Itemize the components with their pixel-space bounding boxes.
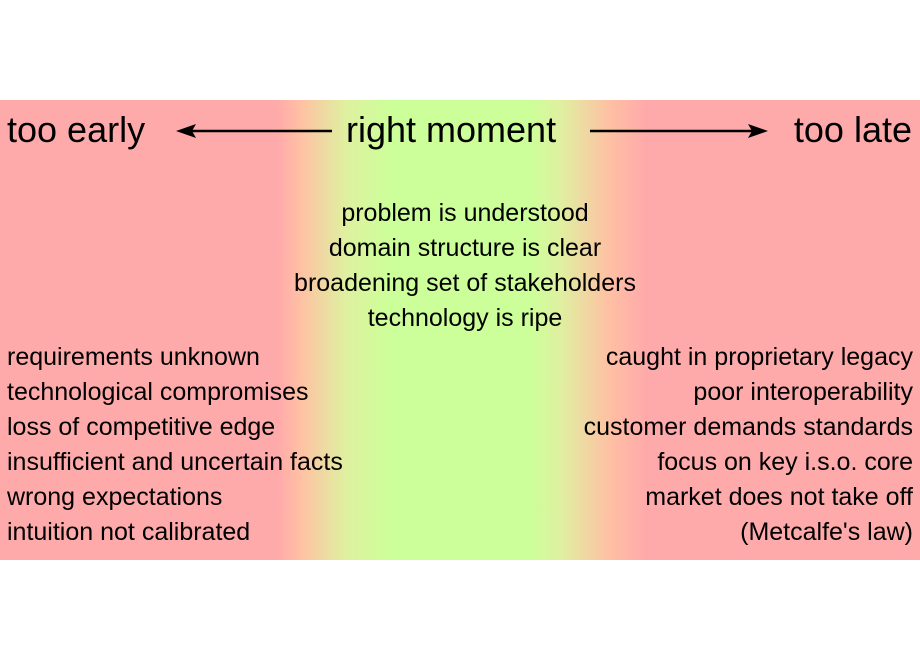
center-item: domain structure is clear <box>328 234 602 262</box>
late-item: (Metcalfe's law) <box>740 518 913 546</box>
late-item: caught in proprietary legacy <box>605 343 913 371</box>
too-early-consequences: requirements unknown technological compr… <box>7 340 343 550</box>
early-item: requirements unknown <box>7 343 260 371</box>
late-item: focus on key i.s.o. core <box>657 448 913 476</box>
left-arrow-icon <box>176 124 334 138</box>
center-item: problem is understood <box>341 199 589 227</box>
late-item: poor interoperability <box>693 378 913 406</box>
early-item: wrong expectations <box>7 483 223 511</box>
timing-gradient-band <box>0 100 920 560</box>
right-arrow-icon <box>588 124 768 138</box>
late-item: market does not take off <box>645 483 913 511</box>
early-item: technological compromises <box>7 378 309 406</box>
right-moment-heading: right moment <box>346 109 557 150</box>
right-moment-conditions: problem is understood domain structure i… <box>255 196 675 336</box>
center-item: broadening set of stakeholders <box>294 269 636 297</box>
too-late-consequences: caught in proprietary legacy poor intero… <box>584 340 913 550</box>
early-item: loss of competitive edge <box>7 413 276 441</box>
early-item: intuition not calibrated <box>7 518 251 546</box>
too-early-heading: too early <box>7 109 146 150</box>
early-item: insufficient and uncertain facts <box>7 448 343 476</box>
center-item: technology is ripe <box>367 304 563 332</box>
too-late-heading: too late <box>793 109 912 150</box>
late-item: customer demands standards <box>583 413 913 441</box>
